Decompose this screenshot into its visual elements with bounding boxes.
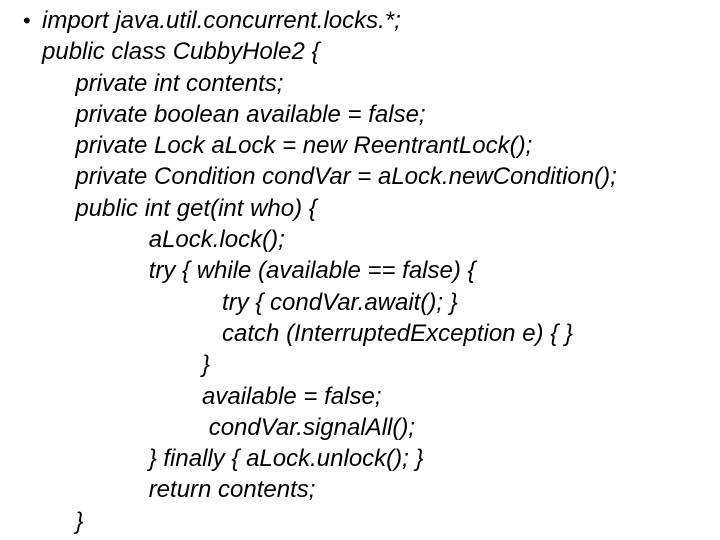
code-line: import java.util.concurrent.locks.*; xyxy=(42,7,401,34)
bullet-marker: • xyxy=(23,8,31,33)
code-line: aLock.lock(); xyxy=(42,226,285,254)
code-line: } xyxy=(42,351,211,379)
code-line: private Condition condVar = aLock.newCon… xyxy=(42,163,617,191)
bullet-item: • import java.util.concurrent.locks.*; pu… xyxy=(23,5,617,537)
code-line: try { condVar.await(); } xyxy=(42,288,458,316)
code-line: } finally { aLock.unlock(); } xyxy=(42,445,424,473)
code-line: try { while (available == false) { xyxy=(42,257,476,285)
code-line: private Lock aLock = new ReentrantLock()… xyxy=(42,132,533,160)
code-line: catch (InterruptedException e) { } xyxy=(42,319,573,347)
code-line: public class CubbyHole2 { xyxy=(42,38,320,66)
code-line: available = false; xyxy=(42,382,382,410)
code-block: import java.util.concurrent.locks.*; publ… xyxy=(42,5,617,537)
code-line: public int get(int who) { xyxy=(42,194,317,222)
code-line: private int contents; xyxy=(42,69,284,97)
code-line: } xyxy=(42,507,84,535)
code-line: private boolean available = false; xyxy=(42,100,426,128)
code-line: return contents; xyxy=(42,476,316,504)
code-line: condVar.signalAll(); xyxy=(42,413,416,441)
